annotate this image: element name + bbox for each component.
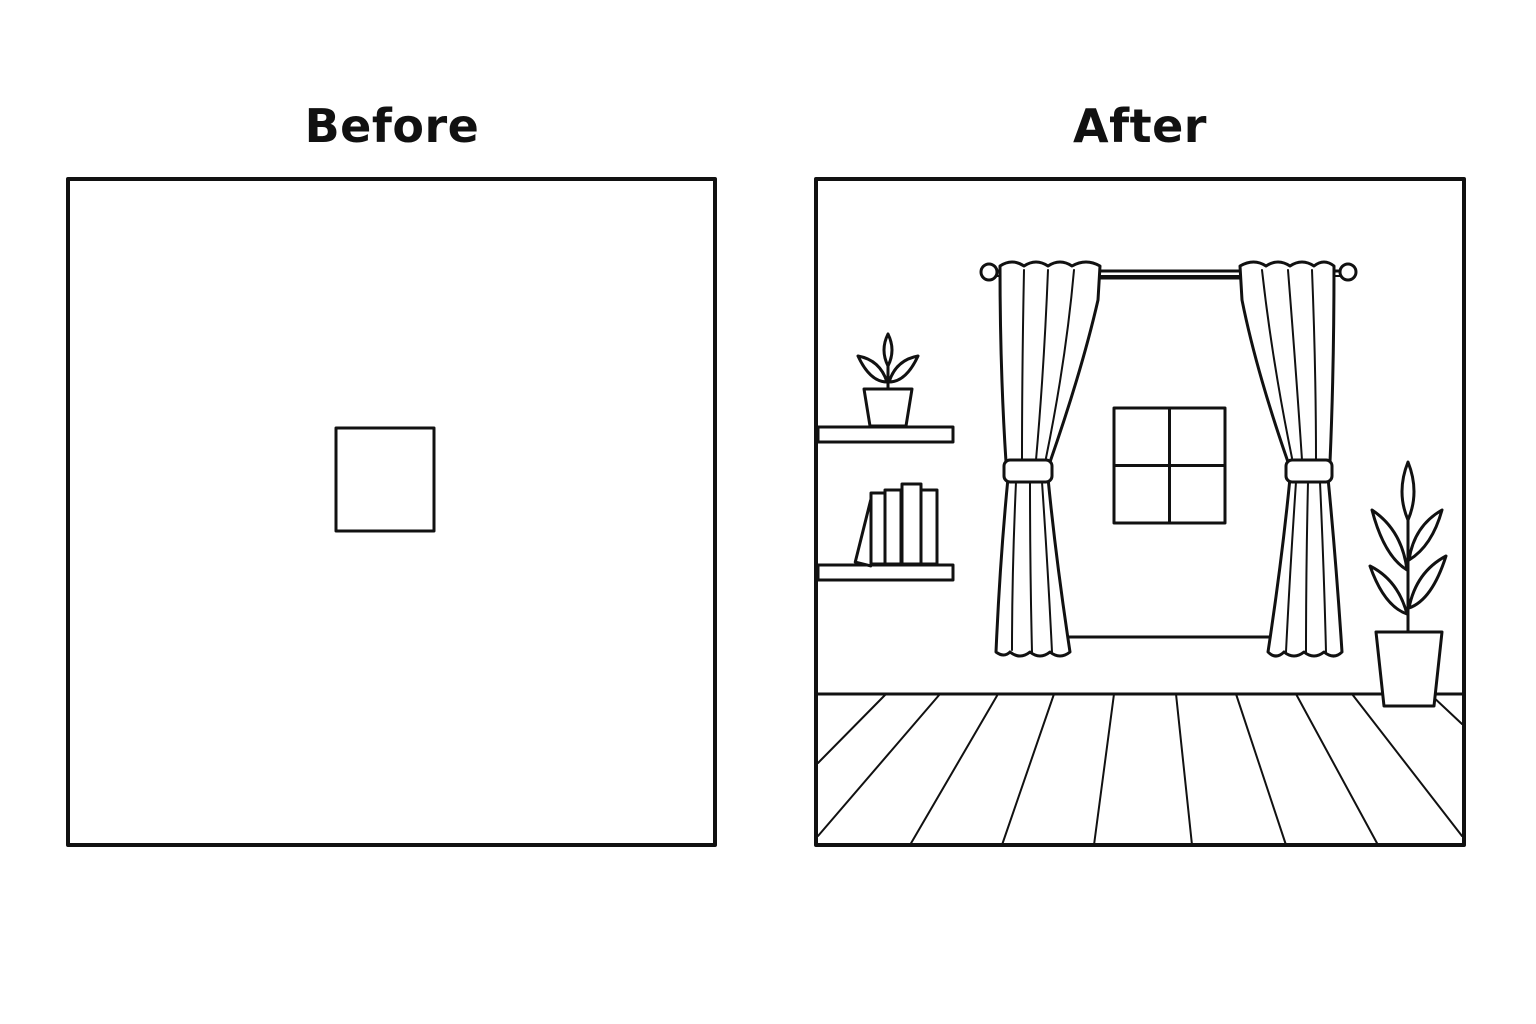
- before-window: [334, 426, 436, 533]
- before-room-frame: [66, 177, 717, 847]
- shelf-books: [853, 482, 939, 568]
- floor-plant-leaf: [1407, 554, 1448, 610]
- after-title: After: [1073, 99, 1207, 153]
- shelf-plant-leaf: [887, 354, 920, 384]
- floor-plant: [1368, 460, 1448, 708]
- shelf-plant-leaf: [882, 332, 894, 368]
- left-curtain-tieback: [1002, 458, 1054, 484]
- book: [900, 482, 923, 566]
- before-panel: [66, 177, 717, 847]
- shelf-plant: [856, 332, 920, 428]
- wall-shelves: [816, 425, 955, 582]
- after-window: [1112, 406, 1227, 525]
- floor-plank-line: [817, 693, 887, 764]
- floor-plant-leaf: [1407, 508, 1444, 562]
- book: [919, 488, 939, 566]
- floor-plank-line: [1175, 693, 1193, 846]
- floor-plank-line: [1001, 693, 1055, 846]
- book: [883, 488, 903, 566]
- wooden-floor: [814, 692, 1466, 846]
- floor-plant-leaf: [1370, 508, 1409, 572]
- rod-finial-right: [1338, 262, 1358, 282]
- floor-plank-line: [1351, 693, 1463, 837]
- lower-shelf: [816, 563, 955, 582]
- book: [869, 491, 887, 566]
- shelf-plant-pot: [862, 387, 914, 428]
- after-panel: [814, 177, 1466, 847]
- floor-plank-line: [1235, 693, 1287, 846]
- floor-plant-leaf: [1368, 564, 1409, 616]
- upper-shelf: [816, 425, 955, 444]
- left-curtain: [994, 260, 1102, 658]
- right-curtain: [1238, 260, 1344, 658]
- floor-plank-line: [909, 693, 999, 846]
- after-room-frame: [814, 177, 1466, 847]
- before-title: Before: [304, 99, 480, 153]
- floor-plank-line: [817, 693, 941, 837]
- floor-plank-line: [1093, 693, 1115, 846]
- floor-plank-line: [1295, 693, 1379, 846]
- right-curtain-tieback: [1284, 458, 1334, 484]
- shelf-plant-leaf: [856, 354, 889, 384]
- rod-finial-left: [979, 262, 999, 282]
- floor-plant-pot: [1374, 630, 1444, 708]
- floor-plant-leaf: [1400, 460, 1416, 522]
